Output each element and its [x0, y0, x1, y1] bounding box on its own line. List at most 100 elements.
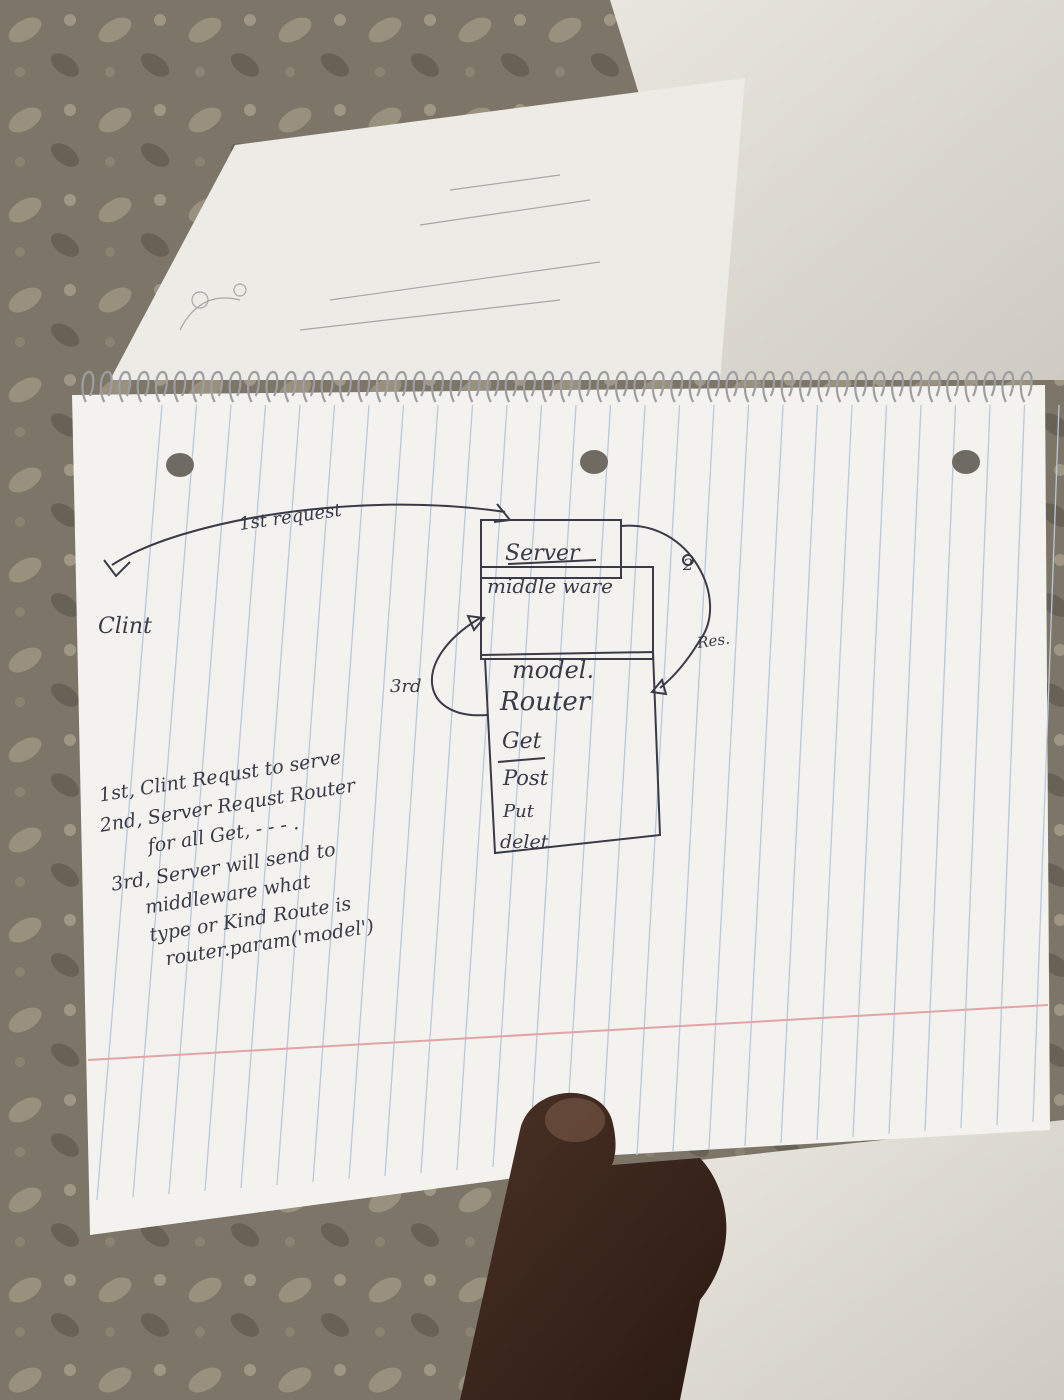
- ruled-line: [528, 404, 577, 1165]
- spiral-coil: [854, 370, 868, 403]
- spiral-coil: [1001, 370, 1015, 403]
- spiral-coil: [596, 370, 610, 403]
- white-sheet-bottom: [680, 1120, 1064, 1400]
- thumbnail: [545, 1098, 605, 1142]
- spiral-coil: [283, 370, 297, 403]
- spiral-coil: [964, 370, 978, 403]
- spiral-coil: [430, 370, 444, 403]
- spiral-coil: [743, 370, 757, 403]
- route-delete: delet: [500, 831, 549, 853]
- spiral-coil: [541, 370, 555, 403]
- spiral-coil: [449, 370, 463, 403]
- ruled-line: [384, 404, 439, 1177]
- label-client: Clint: [98, 614, 152, 639]
- spiral-coil: [154, 370, 168, 403]
- spiral-coil: [486, 370, 500, 403]
- spiral-coil: [798, 370, 812, 403]
- spiral-coil: [81, 370, 95, 403]
- spiral-coil: [872, 370, 886, 403]
- spiral-coil: [265, 370, 279, 403]
- spiral-coil: [320, 370, 334, 403]
- spiral-coil: [927, 370, 941, 403]
- loop-arrow: [430, 617, 488, 717]
- hand: [460, 1092, 727, 1400]
- middleware-box: [480, 566, 654, 660]
- ruled-line: [276, 404, 336, 1186]
- label-middleware: middle ware: [487, 574, 613, 598]
- punch-hole-right: [952, 450, 980, 474]
- spiral-coil: [762, 370, 776, 403]
- ruled-line: [996, 404, 1026, 1126]
- spiral-coil: [173, 370, 187, 403]
- spiral-coil: [578, 370, 592, 403]
- ruled-line: [312, 404, 370, 1183]
- label-router: Router: [499, 687, 592, 717]
- ruled-line: [960, 404, 991, 1129]
- route-get: Get: [502, 729, 542, 754]
- ruled-line: [96, 404, 163, 1201]
- route-put: Put: [502, 801, 535, 822]
- response-arrow-head: [650, 677, 668, 696]
- spiral-coil: [890, 370, 904, 403]
- spiral-coil: [1019, 370, 1033, 403]
- ruled-line: [600, 404, 646, 1159]
- spiral-coil: [835, 370, 849, 403]
- ruled-line: [564, 404, 612, 1162]
- spiral-coil: [191, 370, 205, 403]
- spiral-coil: [504, 370, 518, 403]
- spiral-coil: [651, 370, 665, 403]
- spiral-coil: [614, 370, 628, 403]
- margin-line: [87, 1004, 1049, 1061]
- background-paper-scribbles: [179, 174, 601, 331]
- spiral-coil: [246, 370, 260, 403]
- spiral-coil: [228, 370, 242, 403]
- spiral-coil: [909, 370, 923, 403]
- ruled-line: [492, 404, 543, 1168]
- spiral-binding: [81, 370, 1033, 403]
- ruled-lines: [96, 404, 1060, 1201]
- ruled-line: [888, 404, 922, 1135]
- label-three-rd: 3rd: [390, 676, 422, 697]
- spiral-coil: [559, 370, 573, 403]
- spiral-coil: [780, 370, 794, 403]
- punch-hole-center: [580, 450, 608, 474]
- route-post: Post: [502, 766, 549, 790]
- server-underline: [507, 559, 597, 565]
- spiral-coil: [522, 370, 536, 403]
- ruled-line: [168, 404, 232, 1195]
- response-arrow: [621, 524, 711, 689]
- loop-arrow-head: [466, 614, 486, 632]
- spiral-coil: [688, 370, 702, 403]
- background-paper-sheet: [110, 78, 745, 380]
- spiral-coil: [118, 370, 132, 403]
- ruled-line: [456, 404, 508, 1171]
- label-two: 2: [682, 555, 693, 574]
- spiral-coil: [946, 370, 960, 403]
- ruled-line: [420, 404, 474, 1174]
- diagram-labels: 1st request Clint Server middle ware mod…: [98, 500, 731, 853]
- spiral-coil: [394, 370, 408, 403]
- spiral-coil: [633, 370, 647, 403]
- server-box: [480, 519, 622, 579]
- spiral-coil: [99, 370, 113, 403]
- ruled-line: [240, 404, 301, 1189]
- spiral-coil: [817, 370, 831, 403]
- spiral-coil: [467, 370, 481, 403]
- response-marker: [682, 554, 694, 566]
- spiral-coil: [706, 370, 720, 403]
- spiral-coil: [982, 370, 996, 403]
- spiral-coil: [302, 370, 316, 403]
- client-arrow-head: [103, 559, 131, 578]
- label-server: Server: [505, 541, 581, 566]
- spiral-coil: [338, 370, 352, 403]
- spiral-coil: [375, 370, 389, 403]
- ruled-line: [132, 404, 198, 1198]
- notebook-page: [72, 385, 1050, 1235]
- punch-hole-left: [166, 453, 194, 477]
- ruled-line: [348, 404, 405, 1180]
- spiral-coil: [725, 370, 739, 403]
- spiral-coil: [210, 370, 224, 403]
- spiral-coil: [357, 370, 371, 403]
- ruled-line: [672, 404, 715, 1153]
